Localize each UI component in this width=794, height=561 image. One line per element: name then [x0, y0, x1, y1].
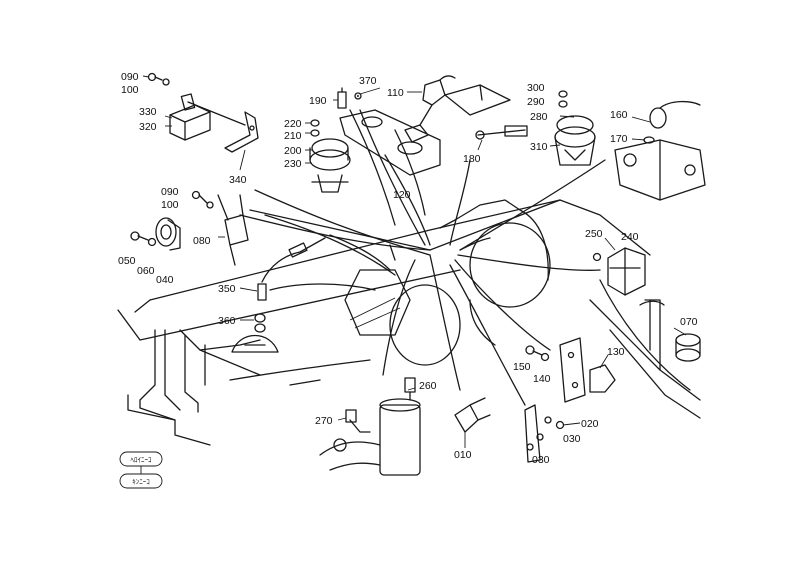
label-090-top: 090: [121, 71, 139, 83]
gauge-200: [309, 138, 351, 193]
label-230: 230: [284, 158, 302, 170]
serial-stamps: ﾍﾛｲﾆｰｺ ｷﾝﾆｰｺ: [119, 451, 163, 489]
label-110: 110: [387, 87, 404, 99]
clamp-360: [231, 313, 279, 353]
washers-220-210: [310, 119, 320, 137]
sensor-350: [257, 237, 326, 301]
sender-180: [475, 125, 528, 140]
stamp-bottom-text: ｷﾝﾆｰｺ: [132, 479, 150, 486]
fuel-filter: [319, 377, 421, 476]
regulator-240: [592, 247, 646, 296]
stamp-top-text: ﾍﾛｲﾆｰｺ: [131, 457, 152, 464]
switch-110: [404, 75, 456, 143]
sensor-010: [454, 397, 491, 433]
label-160: 160: [610, 109, 628, 121]
label-350: 350: [218, 283, 236, 295]
bolt-150: [525, 345, 550, 362]
label-020: 020: [581, 418, 599, 430]
flasher-080: [217, 194, 249, 266]
label-300: 300: [527, 82, 545, 94]
panel-plate: [444, 84, 511, 116]
washer-370: [354, 92, 362, 100]
label-240: 240: [621, 231, 639, 243]
label-150: 150: [513, 361, 531, 373]
label-260: 260: [419, 380, 437, 392]
label-270: 270: [315, 415, 333, 427]
dash-bracket: [339, 109, 441, 176]
label-070: 070: [680, 316, 698, 328]
label-060: 060: [137, 265, 155, 277]
harness-lines: [254, 109, 606, 406]
hydraulic-valve: [614, 100, 706, 201]
label-010: 010: [454, 449, 472, 461]
label-310: 310: [530, 141, 548, 153]
label-030-a: 030: [563, 433, 581, 445]
label-210: 210: [284, 130, 302, 142]
label-120: 120: [393, 189, 411, 201]
label-140: 140: [533, 373, 551, 385]
tractor-frame-outline: [117, 199, 701, 446]
label-250: 250: [585, 228, 603, 240]
label-190: 190: [309, 95, 327, 107]
label-100-top: 100: [121, 84, 139, 96]
label-030-b: 030: [532, 454, 550, 466]
part-labels: 090 100 330 320 370 190 110 220 210 200 …: [118, 71, 698, 466]
label-280: 280: [530, 111, 548, 123]
label-090-mid: 090: [161, 186, 179, 198]
nuts-300-290: [558, 90, 568, 108]
label-370: 370: [359, 75, 377, 87]
bracket-plate: [224, 111, 259, 153]
label-340: 340: [229, 174, 247, 186]
label-leaders: [142, 75, 687, 448]
relay-070: [675, 333, 701, 362]
switch-130: [559, 337, 616, 403]
terminal-190: [337, 87, 347, 109]
label-200: 200: [284, 145, 302, 157]
label-290: 290: [527, 96, 545, 108]
bolt-050: [130, 231, 157, 247]
horn-040: [155, 217, 181, 251]
relay-clip: [180, 93, 246, 126]
label-100-mid: 100: [161, 199, 179, 211]
label-360: 360: [218, 315, 236, 327]
label-170: 170: [610, 133, 628, 145]
gauge-280: [554, 115, 596, 166]
label-320: 320: [139, 121, 157, 133]
bolt-washer-top: [147, 72, 170, 86]
label-040: 040: [156, 274, 174, 286]
label-220: 220: [284, 118, 302, 130]
bolt-washer-mid: [191, 190, 214, 209]
label-130: 130: [607, 346, 625, 358]
relay-box: [169, 104, 211, 141]
label-330: 330: [139, 106, 157, 118]
label-180: 180: [463, 153, 481, 165]
label-050: 050: [118, 255, 136, 267]
label-080: 080: [193, 235, 211, 247]
